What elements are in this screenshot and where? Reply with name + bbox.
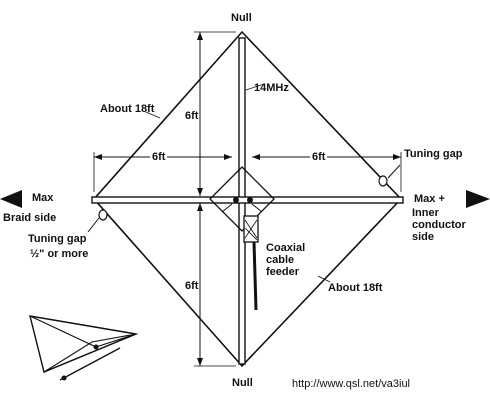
dim-horizontal-left-label: 6ft [150,151,168,163]
dim-lower-vertical-label: 6ft [185,280,199,292]
tuning-gap-right-label: Tuning gap [404,148,463,160]
tuning-gap-left-label: Tuning gap [28,233,87,245]
dim-horizontal-right-label: 6ft [310,151,328,163]
junction-left [233,197,239,203]
max-arrow-right [466,190,490,208]
inset-sketch [29,315,139,381]
dim-upper-vertical-label: 6ft [185,110,199,122]
source-url-text: http://www.qsl.net/va3iul [292,378,411,390]
side-length-top-left-label: About 18ft [100,103,155,115]
inner-conductor-label: Inner conductor side [412,207,466,243]
tuning-gap-left [98,209,108,221]
max-left-label: Max [32,192,54,204]
coax-cable [252,241,258,311]
braid-side-label: Braid side [3,212,57,224]
matching-diamond [209,166,275,232]
coax-feeder-label: Coaxial cable feeder [266,242,306,278]
junction-right [247,197,253,203]
max-right-label: Max + [414,193,445,205]
side-length-bottom-right-label: About 18ft [328,282,383,294]
max-arrow-left [0,190,22,208]
gap-size-label: ½" or more [30,248,89,260]
diamond-loop [92,30,403,368]
frequency-label: 14MHz [254,82,289,94]
tuning-gap-right [378,175,388,187]
null-bottom-label: Null [232,377,253,389]
null-top-label: Null [231,12,252,24]
